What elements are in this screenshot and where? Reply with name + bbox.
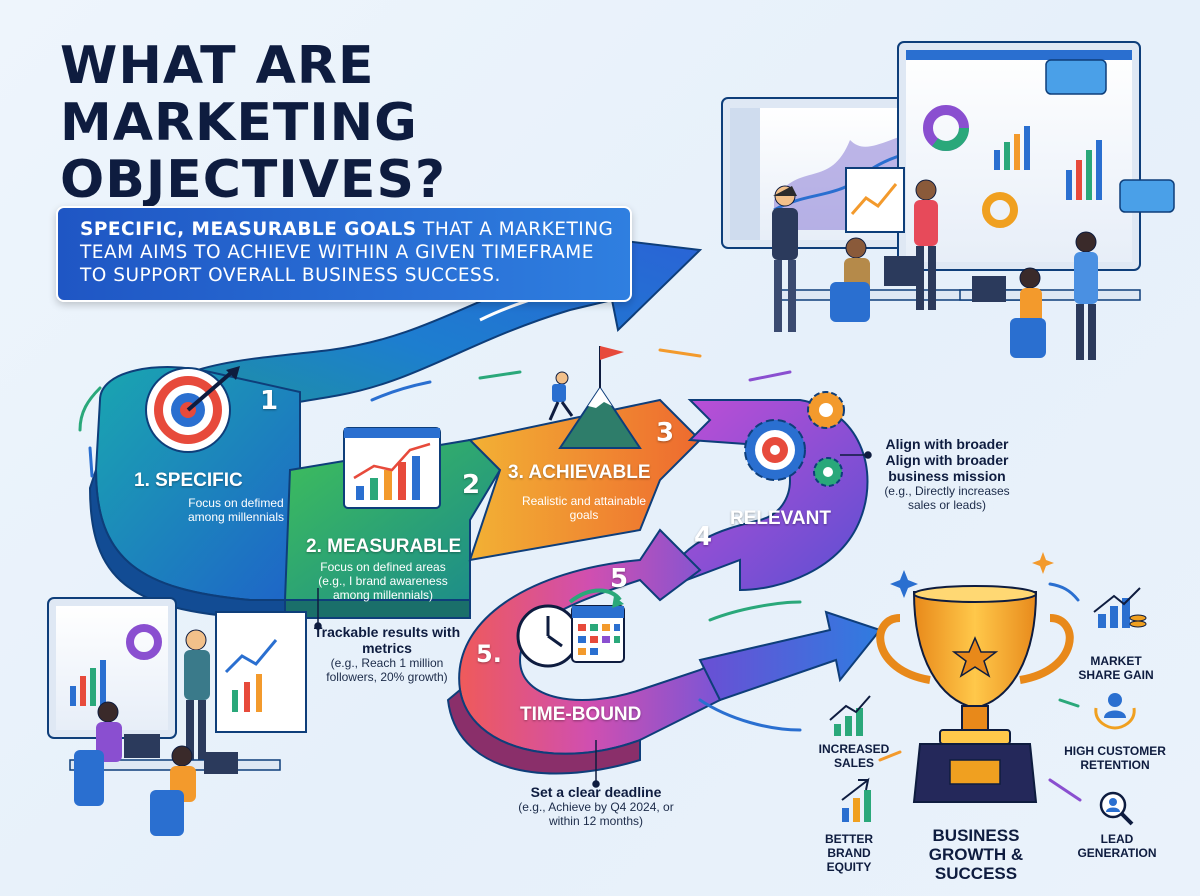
callout-connectors bbox=[314, 451, 872, 788]
magnifier-person-icon bbox=[1099, 791, 1134, 826]
step3-number: 3 bbox=[656, 418, 675, 448]
target-icon bbox=[145, 366, 240, 453]
benefit-brand-equity: BETTER BRAND EQUITY bbox=[825, 832, 873, 874]
trophy-icon bbox=[876, 552, 1074, 803]
arrow-to-trophy bbox=[698, 610, 882, 702]
relevant-callout: Align with broader Align with broader bu… bbox=[874, 436, 1020, 512]
title-line-1: WHAT ARE bbox=[60, 36, 375, 96]
step3-platform bbox=[467, 398, 702, 562]
step1-number: 1 bbox=[260, 386, 279, 416]
definition-banner: SPECIFIC, MEASURABLE GOALS THAT A MARKET… bbox=[56, 206, 632, 302]
step5-number: 5 bbox=[610, 564, 629, 594]
step5-name: TIME-BOUND bbox=[520, 704, 642, 725]
office-scene-top bbox=[721, 41, 1175, 360]
relevant-callout-heading: Align with broader Align with broader bu… bbox=[885, 436, 1009, 484]
definition-text: SPECIFIC, MEASURABLE GOALS THAT A MARKET… bbox=[80, 218, 620, 287]
benefit-increased-sales: INCREASED SALES bbox=[818, 742, 890, 770]
step2-name: 2. MEASURABLE bbox=[306, 536, 462, 557]
step4-platform bbox=[658, 399, 869, 592]
definition-rest: THAT A MARKETING TEAM AIMS TO ACHIEVE WI… bbox=[80, 219, 614, 286]
rising-bars-icon bbox=[829, 695, 871, 736]
benefit-lead-generation: LEAD GENERATION bbox=[1077, 832, 1157, 860]
step2-number: 2 bbox=[462, 470, 481, 500]
monitor-chart-icon bbox=[343, 427, 441, 509]
decorative-dashes bbox=[78, 348, 1082, 802]
timebound-callout: Set a clear deadline (e.g., Achieve by Q… bbox=[516, 784, 676, 828]
measurable-callout: Trackable results with metrics (e.g., Re… bbox=[312, 624, 462, 684]
benefit-market-share: MARKET SHARE GAIN bbox=[1078, 654, 1154, 682]
step1-description: Focus on defimed among millennials bbox=[187, 496, 285, 524]
bar-chart-coins-icon bbox=[1093, 587, 1147, 628]
page-title: WHAT ARE MARKETING OBJECTIVES? bbox=[60, 38, 580, 209]
step4-number: 4 bbox=[694, 522, 713, 552]
office-scene-bottom bbox=[47, 597, 307, 836]
title-line-3: OBJECTIVES? bbox=[60, 150, 447, 210]
step2-description: Focus on defined areas (e.g., I brand aw… bbox=[318, 560, 448, 602]
step1-name: 1. SPECIFIC bbox=[134, 470, 243, 491]
step5-prefix: 5. bbox=[476, 640, 502, 668]
benefit-customer-retention: HIGH CUSTOMER RETENTION bbox=[1064, 744, 1166, 772]
timebound-callout-detail: (e.g., Achieve by Q4 2024, or within 12 … bbox=[518, 800, 674, 828]
step3-description: Realistic and attainable goals bbox=[521, 494, 647, 522]
clock-calendar-icon bbox=[516, 588, 625, 668]
definition-highlight: SPECIFIC, MEASURABLE GOALS bbox=[80, 219, 417, 240]
measurable-callout-heading: Trackable results with metrics bbox=[313, 624, 461, 656]
timebound-callout-heading: Set a clear deadline bbox=[530, 784, 662, 800]
step1-platform bbox=[88, 366, 301, 619]
customer-hands-icon bbox=[1094, 693, 1136, 730]
trophy-label: BUSINESS GROWTH & SUCCESS bbox=[928, 826, 1024, 883]
relevant-callout-detail: (e.g., Directly increases sales or leads… bbox=[884, 484, 1010, 512]
measurable-callout-detail: (e.g., Reach 1 million followers, 20% gr… bbox=[326, 656, 448, 684]
mountain-flag-icon bbox=[548, 346, 642, 449]
step4-name: RELEVANT bbox=[730, 508, 831, 529]
gears-icon bbox=[744, 391, 845, 487]
title-line-2: MARKETING bbox=[60, 93, 418, 153]
step3-name: 3. ACHIEVABLE bbox=[508, 462, 651, 483]
growth-chart-icon bbox=[841, 777, 871, 822]
